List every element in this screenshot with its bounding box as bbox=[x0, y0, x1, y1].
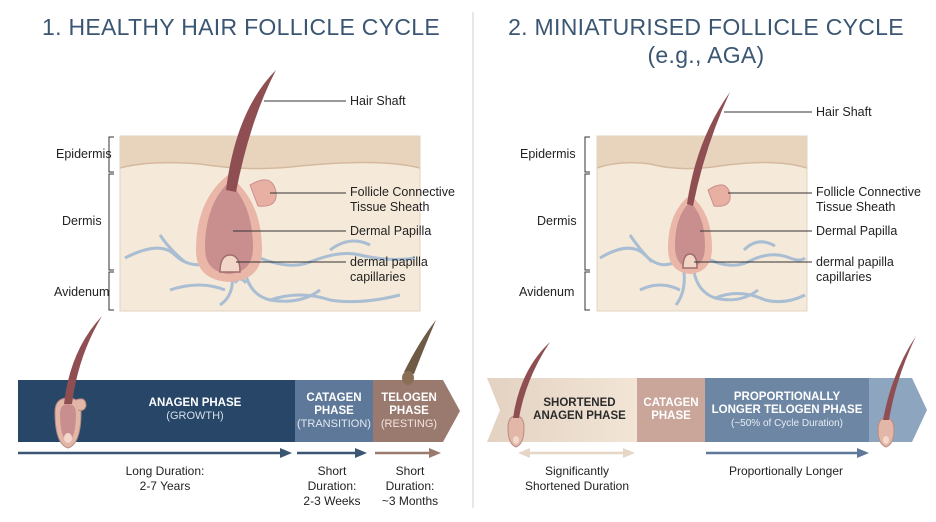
catagen-phase-sub: (TRANSITION) bbox=[297, 417, 371, 430]
mini-telogen-hair-icon bbox=[877, 336, 916, 448]
anagen-duration: Long Duration: 2-7 Years bbox=[110, 464, 220, 494]
right-sheath-label-2: Tissue Sheath bbox=[816, 200, 896, 214]
telogen-phase-title-2: PHASE bbox=[389, 404, 429, 417]
telogen-duration-line-2: Duration: bbox=[385, 479, 435, 493]
left-dermal-papilla-label: Dermal Papilla bbox=[350, 224, 432, 238]
mini-catagen-phase-text: CATAGEN PHASE bbox=[637, 388, 705, 432]
right-panel-title-line-1: 2. MINIATURISED FOLLICLE CYCLE bbox=[508, 14, 904, 40]
catagen-phase-title-2: PHASE bbox=[314, 404, 354, 417]
left-skin-cross-section bbox=[119, 70, 421, 312]
mini-anagen-hair-icon bbox=[507, 342, 550, 448]
left-avidenum-label: Avidenum bbox=[54, 285, 110, 299]
catagen-phase-text: CATAGEN PHASE (TRANSITION) bbox=[295, 386, 373, 436]
catagen-duration-line-2: Duration: bbox=[307, 479, 357, 493]
mini-telogen-title-2: LONGER TELOGEN PHASE bbox=[711, 403, 863, 416]
catagen-phase-title-1: CATAGEN bbox=[306, 391, 362, 404]
catagen-duration-line-3: 2-3 Weeks bbox=[303, 494, 361, 508]
left-sheath-label-2: Tissue Sheath bbox=[350, 200, 430, 214]
telogen-duration-line-1: Short bbox=[395, 464, 425, 478]
mini-catagen-title-1: CATAGEN bbox=[643, 397, 699, 409]
telogen-phase-title-1: TELOGEN bbox=[381, 391, 437, 404]
mini-telogen-sub: (~50% of Cycle Duration) bbox=[731, 417, 843, 429]
right-panel-title-line-2: (e.g., AGA) bbox=[647, 42, 765, 68]
anagen-duration-line-1: Long Duration: bbox=[125, 464, 205, 478]
catagen-duration-line-1: Short bbox=[317, 464, 347, 478]
left-dermis-label: Dermis bbox=[62, 214, 102, 228]
right-dermal-papilla-label: Dermal Papilla bbox=[816, 224, 898, 238]
mini-catagen-title-2: PHASE bbox=[651, 410, 691, 422]
mini-anagen-duration-line-1: Significantly bbox=[544, 464, 610, 478]
left-capillaries-label-1: dermal papilla bbox=[350, 255, 428, 269]
catagen-duration: Short Duration: 2-3 Weeks bbox=[294, 464, 370, 509]
mini-catagen-bar bbox=[637, 378, 705, 442]
right-capillaries-label-2: capillaries bbox=[816, 270, 872, 284]
left-hair-shaft-label: Hair Shaft bbox=[350, 94, 406, 108]
left-panel-title: 1. HEALTHY HAIR FOLLICLE CYCLE bbox=[42, 14, 441, 40]
mini-telogen-duration-line-1: Proportionally Longer bbox=[728, 464, 844, 478]
mini-anagen-duration-line-2: Shortened Duration bbox=[524, 479, 630, 493]
left-sheath-label-1: Follicle Connective bbox=[350, 185, 455, 199]
telogen-phase-sub: (RESTING) bbox=[380, 417, 438, 430]
anagen-phase-title: ANAGEN PHASE bbox=[148, 397, 242, 409]
right-epidermis-label: Epidermis bbox=[520, 147, 576, 161]
telogen-bar bbox=[373, 380, 460, 442]
mini-anagen-title-2: ANAGEN PHASE bbox=[533, 410, 626, 422]
left-epidermis-label: Epidermis bbox=[56, 147, 112, 161]
right-hair-shaft-label: Hair Shaft bbox=[816, 105, 872, 119]
telogen-hair-icon bbox=[402, 320, 436, 385]
telogen-duration: Short Duration: ~3 Months bbox=[372, 464, 448, 509]
right-avidenum-label: Avidenum bbox=[519, 285, 575, 299]
anagen-phase-sub: (GROWTH) bbox=[166, 410, 224, 422]
telogen-phase-text: TELOGEN PHASE (RESTING) bbox=[373, 386, 445, 436]
right-sheath-label-1: Follicle Connective bbox=[816, 185, 921, 199]
telogen-duration-line-3: ~3 Months bbox=[381, 494, 439, 508]
mini-telogen-title-1: PROPORTIONALLY bbox=[733, 390, 841, 403]
mini-telogen-phase-text: PROPORTIONALLY LONGER TELOGEN PHASE (~50… bbox=[705, 386, 869, 434]
right-skin-cross-section bbox=[596, 92, 808, 312]
mini-anagen-duration: Significantly Shortened Duration bbox=[512, 464, 642, 494]
right-dermis-label: Dermis bbox=[537, 214, 577, 228]
left-capillaries-label-2: capillaries bbox=[350, 270, 406, 284]
mini-anagen-title-1: SHORTENED bbox=[543, 397, 616, 409]
mini-anagen-phase-text: SHORTENED ANAGEN PHASE bbox=[522, 388, 637, 432]
anagen-phase-text: ANAGEN PHASE (GROWTH) bbox=[100, 390, 290, 430]
right-capillaries-label-1: dermal papilla bbox=[816, 255, 894, 269]
anagen-duration-line-2: 2-7 Years bbox=[139, 479, 191, 493]
catagen-bar bbox=[295, 380, 373, 442]
mini-telogen-bar bbox=[705, 378, 869, 442]
anagen-hair-icon bbox=[54, 316, 102, 449]
mini-telogen-duration: Proportionally Longer bbox=[710, 464, 862, 479]
